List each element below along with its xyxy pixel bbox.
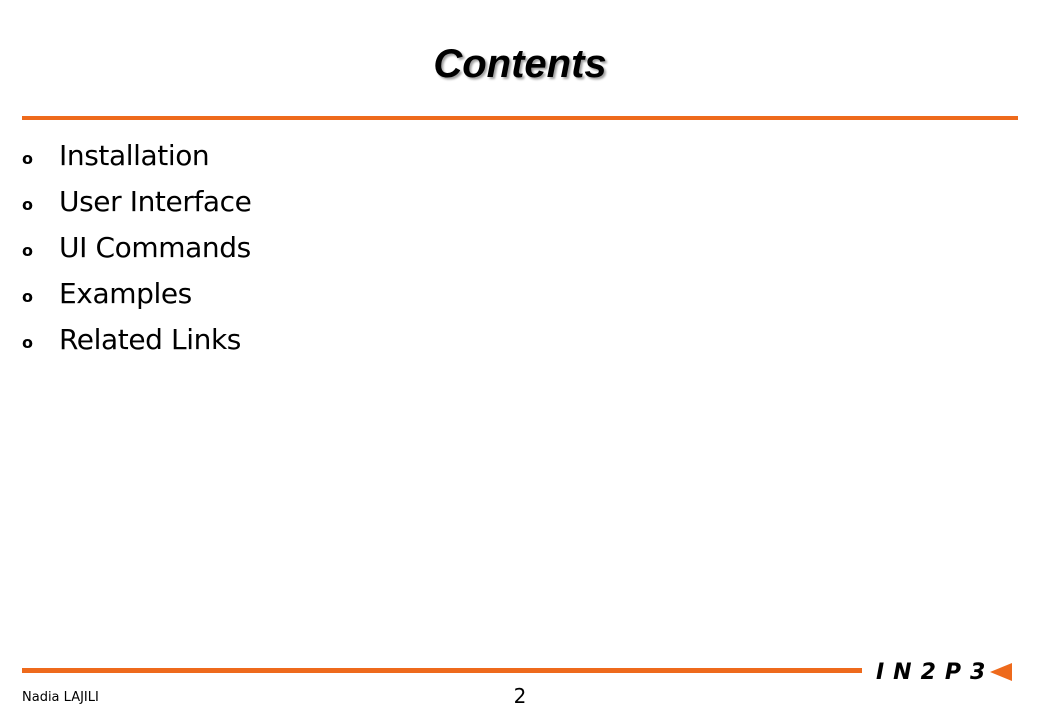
footer-author: Nadia LAJILI	[22, 690, 99, 705]
contents-list: o Installation o User Interface o UI Com…	[20, 132, 252, 362]
list-item-related-links: o Related Links	[20, 316, 251, 362]
logo-arrow-icon	[990, 663, 1013, 681]
list-item-examples: o Examples	[20, 270, 251, 316]
slide-title: Contents	[433, 42, 607, 86]
list-item-label: Examples	[59, 276, 192, 310]
logo-text: IN2P3	[876, 659, 995, 685]
bullet-icon: o	[22, 148, 33, 168]
list-item-label: UI Commands	[59, 230, 251, 264]
list-item-installation: o Installation	[20, 132, 251, 178]
list-item-ui-commands: o UI Commands	[20, 224, 251, 270]
list-item-label: Installation	[59, 138, 210, 172]
bullet-icon: o	[22, 332, 33, 352]
in2p3-logo: IN2P3	[876, 655, 1026, 689]
page-number: 2	[513, 684, 527, 708]
footer-divider	[22, 668, 862, 673]
list-item-label: Related Links	[59, 322, 241, 356]
bullet-icon: o	[22, 240, 33, 260]
title-divider	[22, 116, 1018, 120]
bullet-icon: o	[22, 194, 33, 214]
bullet-icon: o	[22, 286, 33, 306]
list-item-user-interface: o User Interface	[20, 178, 252, 224]
list-item-label: User Interface	[59, 184, 252, 218]
